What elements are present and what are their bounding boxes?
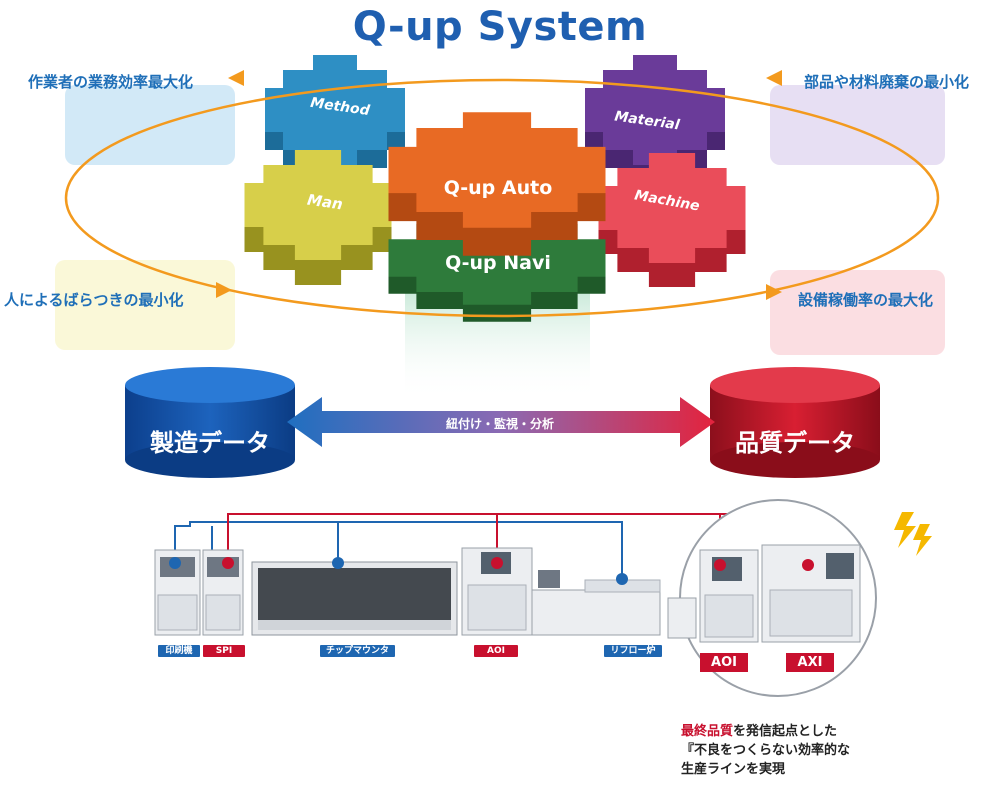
orbit-ellipse (64, 78, 940, 318)
gear-label-auto: Q-up Auto (443, 177, 553, 199)
summary-note: 最終品質を発信起点とした 『不良をつくらない効率的な 生産ラインを実現 (681, 722, 850, 779)
link-label: 紐付け・監視・分析 (445, 417, 554, 431)
ghost-blocks (55, 85, 945, 355)
network-nodes (169, 557, 814, 585)
note-line-1-rest: を発信起点とした (733, 724, 838, 739)
page-title: Q-up System (352, 4, 648, 50)
db-manufacturing (125, 367, 295, 478)
tag-axi: AXI (786, 653, 834, 672)
label-human-variance: 人によるばらつきの最小化 (4, 291, 184, 309)
label-material-waste: 部品や材料廃棄の最小化 (804, 73, 970, 91)
lightning-icon (894, 512, 932, 556)
machine-axi (761, 544, 861, 643)
machine-chip-mounter (251, 561, 458, 636)
note-line-3: 生産ラインを実現 (681, 762, 786, 777)
tag-aoi-final: AOI (700, 653, 748, 672)
orbit-arrow-top-left (228, 70, 244, 86)
label-equipment-utilization: 設備稼働率の最大化 (798, 291, 934, 309)
orbit-arrow-top-right (766, 70, 782, 86)
machine-aoi-final (699, 549, 759, 643)
db-label-quality: 品質データ (735, 429, 855, 457)
orbit-arrow-bottom-right (766, 284, 782, 300)
machine-reflow (531, 570, 661, 636)
label-worker-efficiency: 作業者の業務効率最大化 (28, 73, 194, 91)
note-highlight: 最終品質 (681, 724, 734, 739)
conveyor-unit (667, 597, 697, 639)
note-line-2: 『不良をつくらない効率的な (681, 743, 851, 758)
db-quality (710, 367, 880, 478)
gear-machine (598, 153, 746, 287)
note-line-1: 最終品質を発信起点とした (681, 722, 850, 741)
tag-chip-mounter: チップマウンタ (320, 645, 395, 657)
db-label-manufacturing: 製造データ (150, 429, 270, 457)
tag-reflow: リフロー炉 (604, 645, 662, 657)
orbit-arrow-bottom-left (216, 282, 232, 298)
tag-printer: 印刷機 (158, 645, 200, 657)
gear-label-navi: Q-up Navi (445, 252, 551, 274)
tag-aoi: AOI (474, 645, 518, 657)
link-arrow (287, 397, 715, 447)
gear-man (244, 150, 392, 285)
tag-spi: SPI (203, 645, 245, 657)
